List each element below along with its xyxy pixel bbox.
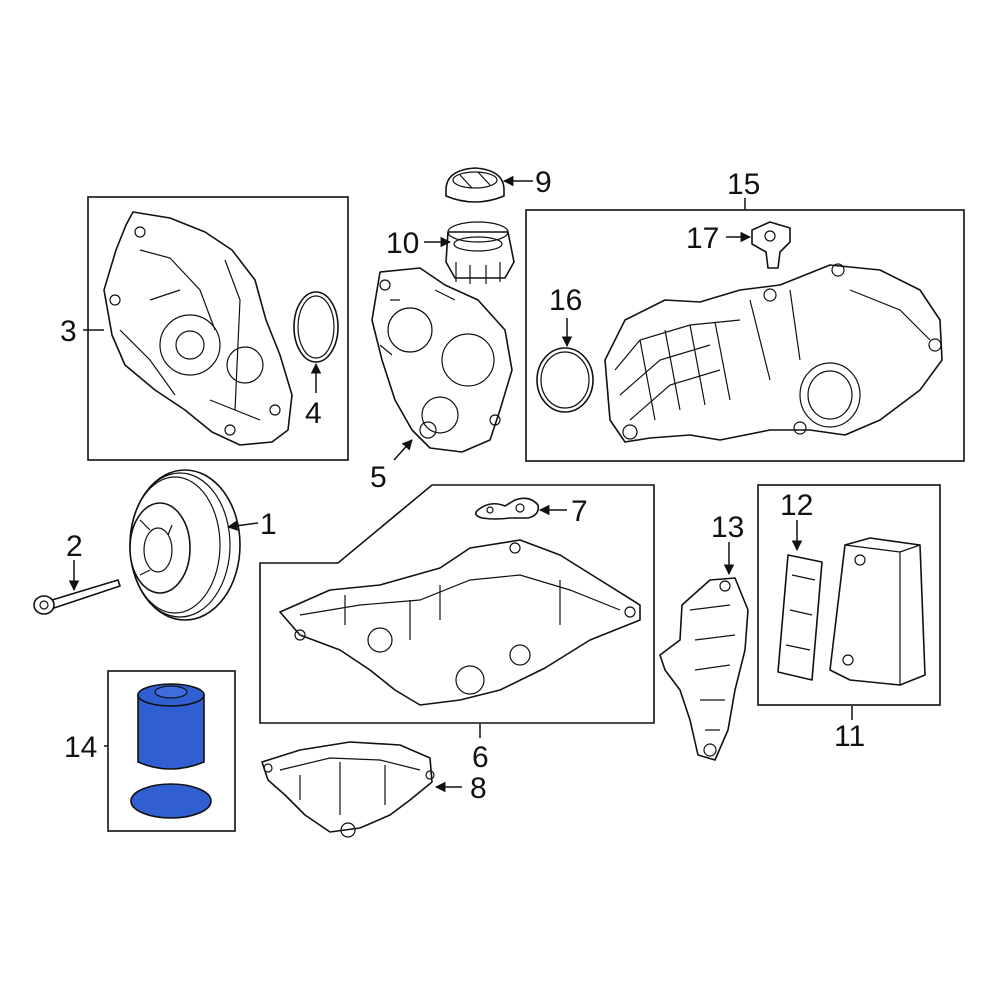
callout-16: 16 xyxy=(549,284,582,317)
group-box-11 xyxy=(757,484,941,706)
upper-oil-pan-part[interactable] xyxy=(279,539,641,706)
oil-filter-body[interactable] xyxy=(137,694,205,770)
callout-13: 13 xyxy=(711,511,744,544)
oil-cooler-part[interactable] xyxy=(829,537,926,686)
leader-5 xyxy=(393,439,413,461)
small-gasket-part[interactable] xyxy=(474,497,540,520)
callout-5: 5 xyxy=(370,461,387,494)
callout-11: 11 xyxy=(834,720,865,753)
intake-manifold-part[interactable] xyxy=(604,263,943,443)
sensor-part[interactable] xyxy=(751,221,791,269)
callout-10: 10 xyxy=(386,227,419,260)
group-box-3 xyxy=(87,196,349,461)
callout-9: 9 xyxy=(535,166,552,199)
pulley-bolt-part[interactable] xyxy=(33,579,121,615)
callout-14: 14 xyxy=(64,731,97,764)
callout-8: 8 xyxy=(470,772,487,805)
oil-filter-part[interactable] xyxy=(130,683,212,819)
callout-17: 17 xyxy=(686,222,719,255)
callout-1: 1 xyxy=(260,508,277,541)
lower-oil-pan-part[interactable] xyxy=(261,741,435,838)
group-box-14 xyxy=(107,670,236,832)
callout-6: 6 xyxy=(472,741,489,774)
crankshaft-pulley-part[interactable] xyxy=(129,469,241,621)
filler-cap-part[interactable] xyxy=(445,167,505,203)
callout-12: 12 xyxy=(780,489,813,522)
oil-filter-seal-ring[interactable] xyxy=(130,783,212,819)
callout-3: 3 xyxy=(60,315,77,348)
manifold-seal-ring-part[interactable] xyxy=(536,347,594,413)
timing-cover-part[interactable] xyxy=(103,211,293,446)
mounting-bracket-part[interactable] xyxy=(659,577,749,761)
leader-1 xyxy=(226,520,259,531)
front-cover-part[interactable] xyxy=(371,267,513,453)
callout-15: 15 xyxy=(727,168,760,201)
callout-2: 2 xyxy=(66,530,83,563)
gasket-ring-part[interactable] xyxy=(293,291,339,363)
callout-4: 4 xyxy=(305,397,322,430)
filter-housing-part[interactable] xyxy=(445,221,515,284)
group-box-6 xyxy=(259,484,655,724)
cooler-gasket-part[interactable] xyxy=(777,554,823,681)
callout-7: 7 xyxy=(571,495,588,528)
